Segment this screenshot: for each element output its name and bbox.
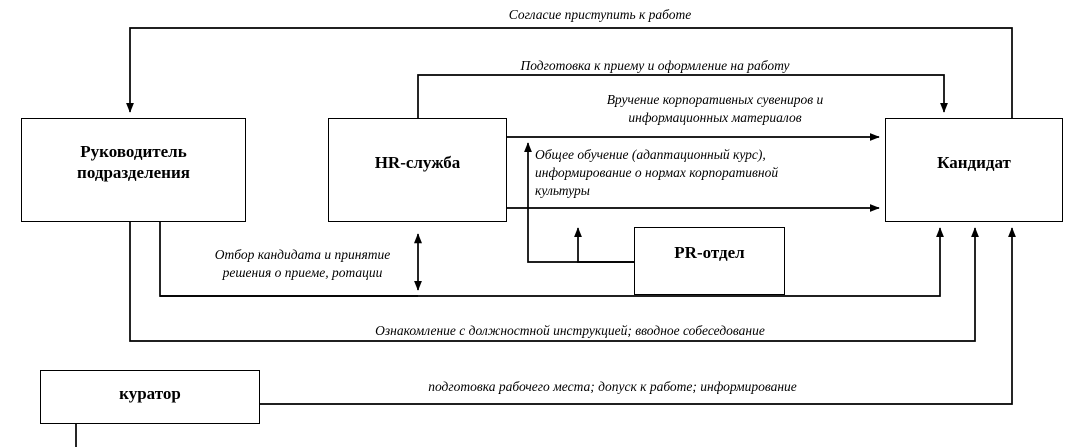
connector-head-lower xyxy=(129,222,979,342)
edge-label-souvenirs: Вручение корпоративных сувениров и инфор… xyxy=(606,92,824,125)
connector-pr-to-hr xyxy=(574,227,634,263)
edge-label-training: Общее обучение (адаптационный курс), инф… xyxy=(535,147,779,198)
edge-label-hiring: Подготовка к приему и оформление на рабо… xyxy=(520,58,790,73)
connector-consent xyxy=(126,27,1013,118)
connector-workplace xyxy=(260,227,1016,405)
node-hr-label: HR-служба xyxy=(374,153,461,172)
node-pr-label: PR-отдел xyxy=(674,243,745,262)
connector-briefing-2 xyxy=(160,227,944,297)
edge-label-workplace: подготовка рабочего места; допуск к рабо… xyxy=(428,379,797,394)
node-head[interactable]: Руководитель подразделения xyxy=(21,118,246,222)
node-head-label: Руководитель подразделения xyxy=(77,142,190,183)
node-curator[interactable]: куратор xyxy=(40,370,260,424)
connector-hiring xyxy=(417,74,948,118)
node-pr[interactable]: PR-отдел xyxy=(634,227,785,295)
connector-pr-to-rail xyxy=(524,142,634,263)
edge-label-briefing: Ознакомление с должностной инструкцией; … xyxy=(375,323,765,338)
node-curator-label: куратор xyxy=(119,384,181,403)
node-candidate-label: Кандидат xyxy=(937,153,1011,172)
node-candidate[interactable]: Кандидат xyxy=(885,118,1063,222)
edge-label-consent: Согласие приступить к работе xyxy=(508,7,692,22)
node-hr[interactable]: HR-служба xyxy=(328,118,507,222)
edge-label-selection: Отбор кандидата и принятие решения о при… xyxy=(214,247,391,280)
